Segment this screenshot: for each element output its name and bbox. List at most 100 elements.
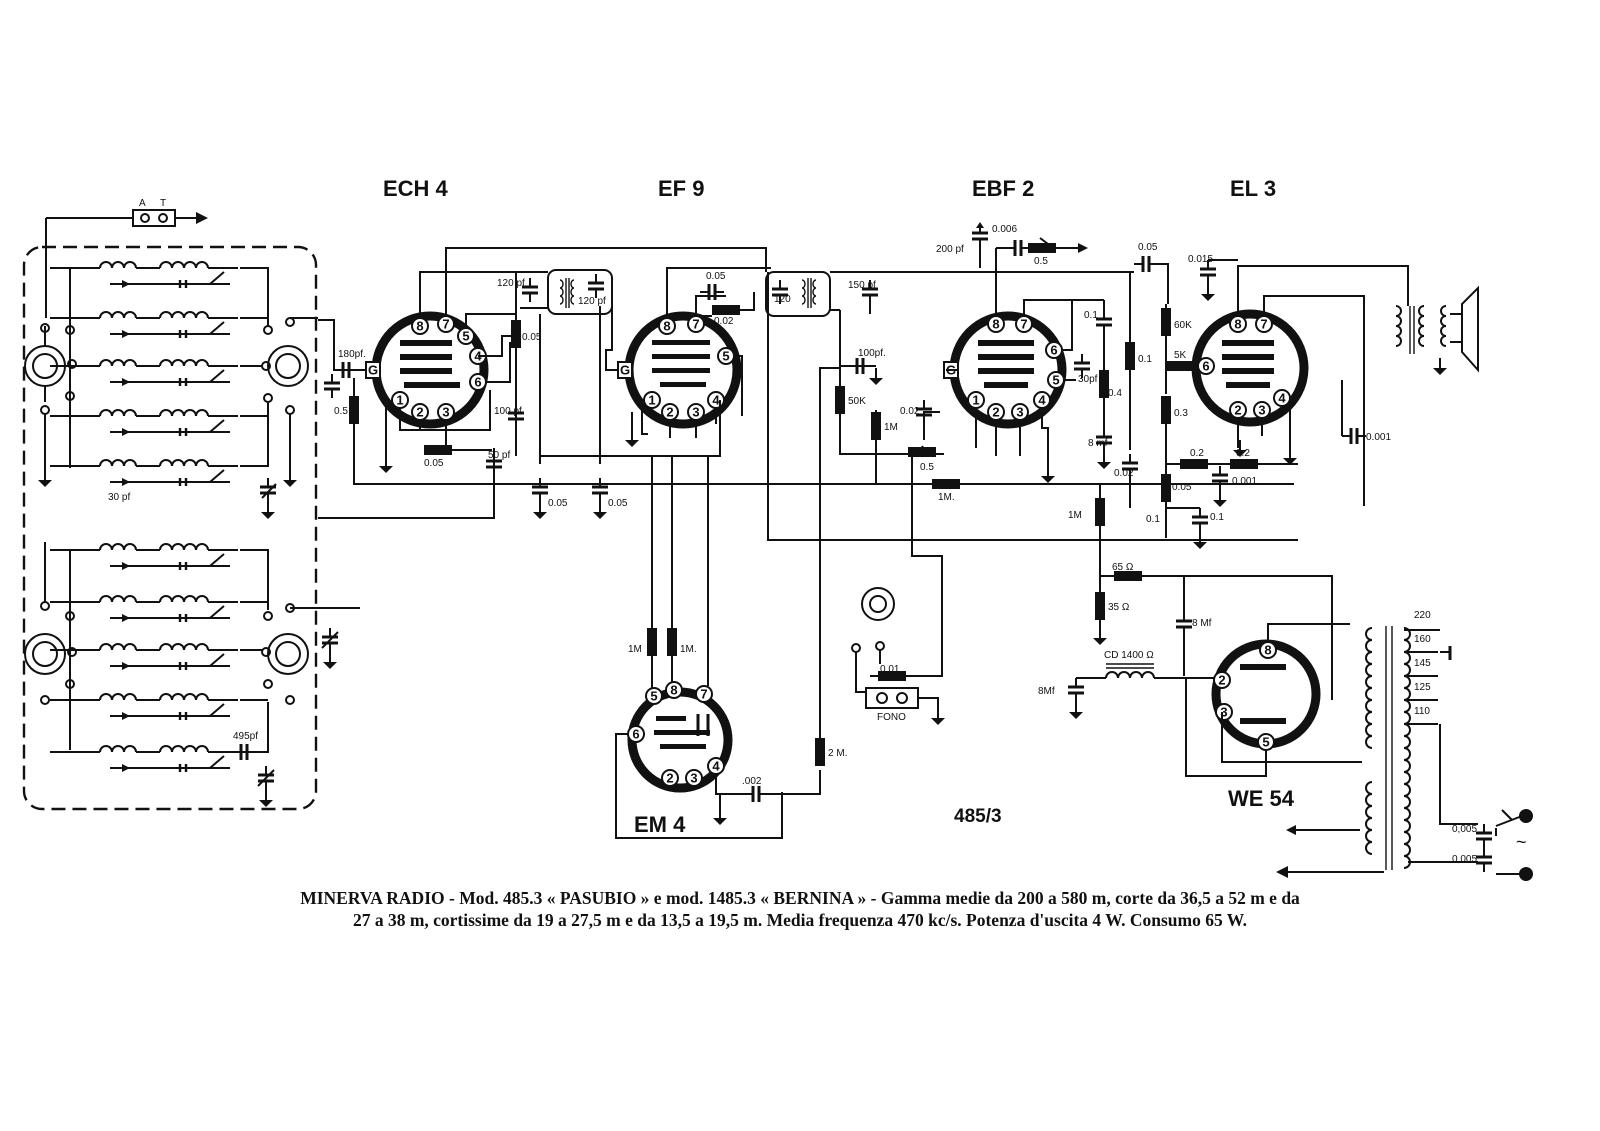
svg-text:8: 8 [663,319,670,334]
antenna-a-label: A [139,198,146,209]
tube-em4: 5 8 7 6 2 3 4 EM 4 [627,681,733,837]
pot05-label: 0.5 [920,462,934,473]
rf-coil-bank-upper: 30 pf [24,262,318,520]
svg-text:8: 8 [670,683,677,698]
svg-text:3: 3 [690,771,697,786]
r1m-em4-b-label: 1M. [680,644,697,655]
c01-ebf-label: 0.1 [1084,310,1098,321]
c30pf-osc-label: 30 pf [108,492,130,503]
r65-label: 65 Ω [1112,562,1134,573]
svg-text:1: 1 [972,393,979,408]
mains-tap-145: 145 [1414,658,1431,669]
r05-ech-label: 0.5 [334,406,348,417]
c50pf-label: 50 pf [488,450,510,461]
svg-text:5: 5 [462,329,469,344]
c005-b-label: 0.05 [608,498,628,509]
c0001-out-label: 0.001 [1366,432,1391,443]
tube-el3: EL 3 8 7 6 2 3 4 [1191,176,1309,427]
antenna-terminal: A T [45,198,208,318]
tube-ef9: EF 9 8 7 5 1 2 3 4 G [617,176,742,429]
c005-a-label: 0.05 [548,498,568,509]
svg-text:3: 3 [1016,405,1023,420]
caption-line-1: MINERVA RADIO - Mod. 485.3 « PASUBIO » e… [300,888,1300,908]
c495pf-label: 495pf [233,731,258,742]
svg-text:G: G [620,363,630,378]
r2m-label: 2 M. [828,748,847,759]
tube-we54: 8 2 3 5 WE 54 [1211,639,1321,811]
tube-ebf2: EBF 2 8 7 6 5 1 2 3 4 G [943,176,1067,429]
svg-text:8: 8 [416,319,423,334]
svg-text:6: 6 [1202,359,1209,374]
r01-el3-label: 0.1 [1146,514,1160,525]
mains-tap-220: 220 [1414,610,1431,621]
r005-el3-label: 0.05 [1172,482,1192,493]
svg-text:3: 3 [442,405,449,420]
svg-text:2: 2 [1234,403,1241,418]
svg-text:2: 2 [416,405,423,420]
c8mf-filter-label: 8 Mf [1192,618,1212,629]
r002-ef9-label: 0.02 [714,316,734,327]
choke-label: CD 1400 Ω [1104,650,1154,661]
mains-tap-110: 110 [1414,706,1430,717]
c200pf-label: 200 pf [936,244,964,255]
c100pf-ech-label: 100 pf [494,406,522,417]
svg-text:5: 5 [1262,735,1269,750]
r1m-ebf-label: 1M [1068,510,1082,521]
c0015-label: 0.015 [1188,254,1213,265]
svg-text:1: 1 [648,393,655,408]
c002-em4-label: .002 [742,776,762,787]
el3-label: EL 3 [1230,176,1276,201]
c0006-label: 0.006 [992,224,1017,235]
c8mf-in-label: 8Mf [1038,686,1055,697]
c001-fono-label: 0.01 [880,664,900,675]
c005-top-label: 0.05 [1138,242,1158,253]
r02-b-label: 0.2 [1236,448,1250,459]
svg-text:3: 3 [1220,705,1227,720]
c120pf-b-label: 120 pf [578,296,606,307]
svg-text:5: 5 [1052,373,1059,388]
r005-ech-label: 0.05 [424,458,444,469]
svg-text:2: 2 [992,405,999,420]
wiring: ~ FONO [318,222,1533,881]
c0005-a-label: 0,005 [1452,824,1477,835]
c150pf-label: 150 pf [848,280,876,291]
r1m-agc-label: 1M. [938,492,955,503]
c100pf-det-label: 100pf. [858,348,886,359]
c120-if2-label: 120 [774,294,791,305]
r04-label: 0.4 [1108,388,1122,399]
mains-symbol: ~ [1516,832,1527,852]
we54-label: WE 54 [1228,786,1295,811]
em4-label: EM 4 [634,812,686,837]
ebf2-label: EBF 2 [972,176,1034,201]
svg-text:6: 6 [474,375,481,390]
svg-text:5: 5 [650,689,657,704]
svg-text:3: 3 [692,405,699,420]
svg-text:6: 6 [632,727,639,742]
mains-tap-125: 125 [1414,682,1431,693]
svg-text:7: 7 [692,317,699,332]
coil-unit-outline [22,245,318,811]
svg-text:8: 8 [992,317,999,332]
r03-label: 0.3 [1174,408,1188,419]
phono-label: FONO [877,712,906,723]
svg-text:7: 7 [1020,317,1027,332]
c005-ef9-label: 0.05 [706,271,726,282]
c8mf-ebf-label: 8 mf [1088,438,1108,449]
ech4-label: ECH 4 [383,176,449,201]
svg-text:4: 4 [712,759,720,774]
r01-label: 0.1 [1138,354,1152,365]
svg-text:7: 7 [1260,317,1267,332]
c002-ebf-label: 0.02 [1114,468,1134,479]
rf-coil-bank-lower: 495pf [24,542,340,808]
c0005-b-label: 0,005 [1452,854,1477,865]
svg-text:4: 4 [1038,393,1046,408]
c120pf-a-label: 120 pf [497,278,525,289]
ef9-label: EF 9 [658,176,704,201]
tube-ech4: ECH 4 8 7 5 4 6 1 2 3 G [365,176,489,429]
pot05-tone-label: 0.5 [1034,256,1048,267]
svg-text:3: 3 [1258,403,1265,418]
r1m-em4-a-label: 1M [628,644,642,655]
c005-ech-label: 0.05 [522,332,542,343]
r50k-label: 50K [848,396,866,407]
